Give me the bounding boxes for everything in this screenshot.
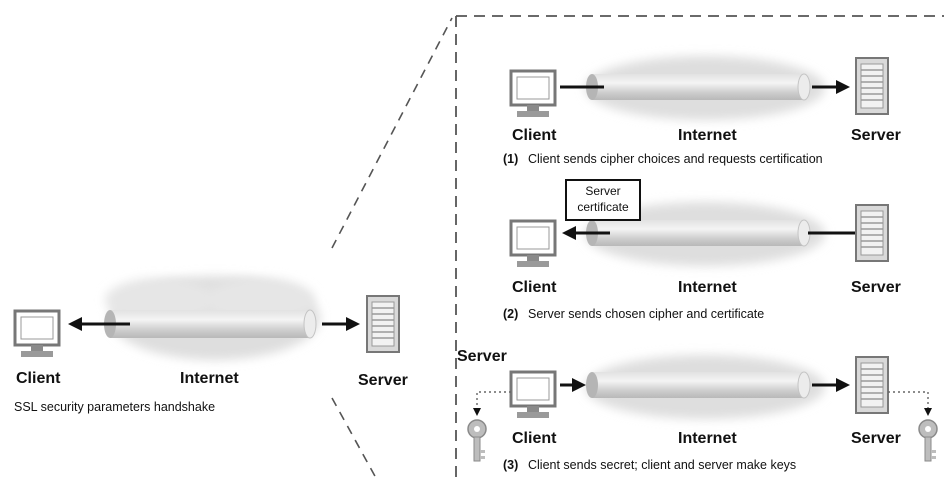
server-icon [855,356,889,414]
internet-pipe [586,73,811,101]
server-icon [855,204,889,262]
step-3: Server Client Internet [457,348,938,472]
step-number: (3) [503,458,518,472]
server-icon [366,295,400,353]
client-label: Client [512,279,557,296]
step-1: Client Internet Server (1) Client sends … [503,56,901,166]
server-key-icon [918,419,938,462]
internet-pipe [586,371,811,399]
step-2: Server certificate Client Internet Serve… [503,179,901,321]
certificate-label-line2: certificate [577,200,629,214]
client-computer-icon [13,309,61,359]
server-label: Server [851,430,901,447]
client-label: Client [512,430,557,447]
server-label: Server [851,279,901,296]
arrow-to-client [68,317,130,331]
internet-pipe [586,219,811,247]
zoom-guide-lines [331,17,453,479]
detail-panel-border [455,15,944,483]
step-caption: Client sends secret; client and server m… [528,458,796,472]
arrow-to-server [812,378,850,392]
detail-panel-server-label: Server [457,348,507,365]
server-key-link [888,391,932,416]
server-label: Server [851,127,901,144]
client-computer-icon [509,370,557,420]
server-label: Server [358,372,408,389]
internet-label: Internet [180,370,239,387]
arrow-to-internet [560,378,586,392]
certificate-label-line1: Server [585,184,620,198]
step-caption: Server sends chosen cipher and certifica… [528,307,764,321]
internet-label: Internet [678,127,737,144]
step-number: (1) [503,152,518,166]
server-icon [855,57,889,115]
internet-pipe [104,309,317,339]
client-label: Client [512,127,557,144]
client-computer-icon [509,69,557,119]
client-label: Client [16,370,61,387]
arrow-to-server [322,317,360,331]
client-computer-icon [509,219,557,269]
overview-group: Client Internet Server SSL security para… [13,276,408,414]
arrow-to-client [562,226,610,240]
client-key-link [473,391,511,416]
step-number: (2) [503,307,518,321]
internet-label: Internet [678,279,737,296]
step-caption: Client sends cipher choices and requests… [528,152,823,166]
server-certificate-box: Server certificate [565,179,641,221]
arrow-to-server [812,80,850,94]
overview-caption: SSL security parameters handshake [14,400,215,414]
client-key-icon [467,419,487,462]
internet-label: Internet [678,430,737,447]
